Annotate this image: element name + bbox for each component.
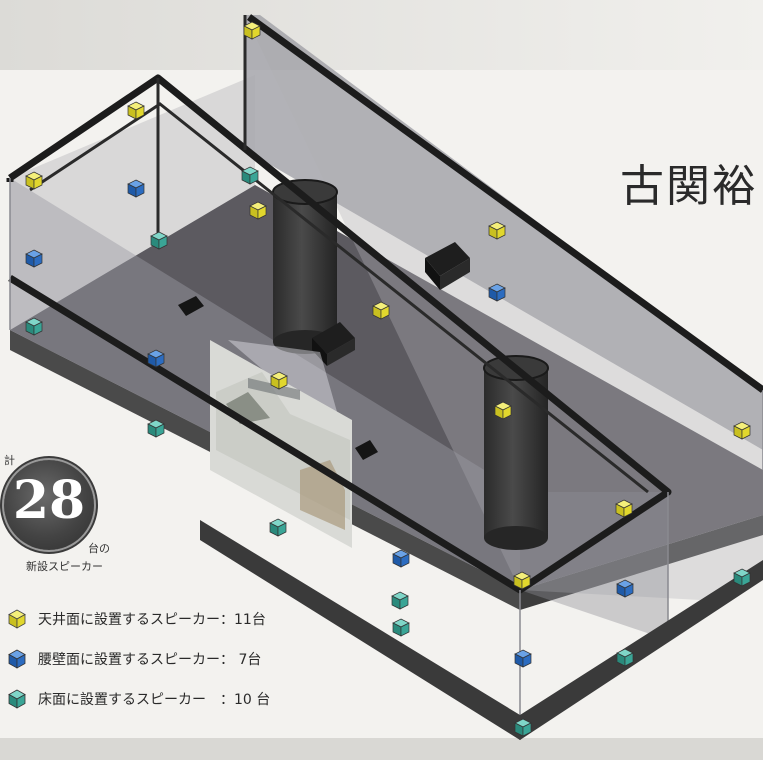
waist-speaker-7 bbox=[514, 649, 532, 668]
ceiling-speaker-10 bbox=[615, 499, 633, 518]
floor-speaker-10 bbox=[391, 591, 409, 610]
waist-speaker-6 bbox=[616, 579, 634, 598]
floor-slab-right-face bbox=[520, 515, 763, 610]
front-base bbox=[200, 520, 763, 740]
floor-speaker-9 bbox=[514, 718, 532, 737]
ceiling-speaker-11 bbox=[513, 571, 531, 590]
floor-speaker-7 bbox=[392, 618, 410, 637]
legend-label-waist-wall: 腰壁面に設置するスピーカー： 7台 bbox=[38, 652, 262, 668]
floor-speaker-5 bbox=[269, 518, 287, 537]
ceiling-speaker-6 bbox=[372, 301, 390, 320]
waist-wall-speaker-icon bbox=[8, 649, 26, 669]
floor-surface bbox=[10, 185, 763, 590]
inner-frame bbox=[29, 15, 649, 494]
background-top-band bbox=[0, 0, 763, 70]
floor-speaker-6 bbox=[733, 568, 751, 587]
ceiling-speaker-5 bbox=[488, 221, 506, 240]
legend-item-waist-wall: 腰壁面に設置するスピーカー： 7台 bbox=[8, 648, 261, 670]
legend-label-floor: 床面に設置するスピーカー ：10 台 bbox=[38, 692, 271, 708]
projector-back bbox=[425, 242, 470, 290]
projector-small-2 bbox=[355, 440, 378, 460]
waist-speaker-4 bbox=[147, 349, 165, 368]
ceiling-speaker-4 bbox=[249, 201, 267, 220]
waist-speaker-1 bbox=[127, 179, 145, 198]
ceiling-speaker-9 bbox=[733, 421, 751, 440]
background-bottom-band bbox=[0, 738, 763, 760]
ceiling-speaker-3 bbox=[25, 171, 43, 190]
waist-speaker-3 bbox=[488, 283, 506, 302]
speaker-count-badge: 28 bbox=[4, 460, 94, 550]
floor-speaker-icon bbox=[8, 689, 26, 709]
floor-speaker-1 bbox=[241, 166, 259, 185]
floor-speaker-3 bbox=[25, 317, 43, 336]
legend-label-ceiling: 天井面に設置するスピーカー：11台 bbox=[38, 612, 266, 628]
floor-speaker-8 bbox=[616, 648, 634, 667]
ceiling-speaker-7 bbox=[270, 371, 288, 390]
right-wall-glass bbox=[520, 492, 668, 640]
title: 古関裕 bbox=[620, 161, 758, 212]
column-left bbox=[272, 179, 338, 354]
projector-small-1 bbox=[178, 296, 204, 316]
back-wall-glass bbox=[245, 15, 763, 600]
left-wall-glass bbox=[10, 75, 255, 330]
floor-speaker-4 bbox=[147, 419, 165, 438]
count-prefix: 計 bbox=[4, 454, 15, 467]
floor-speaker-2 bbox=[150, 231, 168, 250]
ceiling-speaker-2 bbox=[127, 101, 145, 120]
projector-front bbox=[312, 322, 355, 366]
waist-speaker-5 bbox=[392, 549, 410, 568]
count-suffix: 台の bbox=[88, 542, 110, 555]
legend-item-floor: 床面に設置するスピーカー ：10 台 bbox=[8, 688, 270, 710]
ceiling-speaker-icon bbox=[8, 609, 26, 629]
ceiling-speaker-1 bbox=[243, 21, 261, 40]
legend-item-ceiling: 天井面に設置するスピーカー：11台 bbox=[8, 608, 266, 630]
ceiling-speaker-8 bbox=[494, 401, 512, 420]
speaker-count-number: 28 bbox=[12, 470, 86, 531]
count-caption: 新設スピーカー bbox=[26, 560, 103, 573]
waist-speaker-2 bbox=[25, 249, 43, 268]
